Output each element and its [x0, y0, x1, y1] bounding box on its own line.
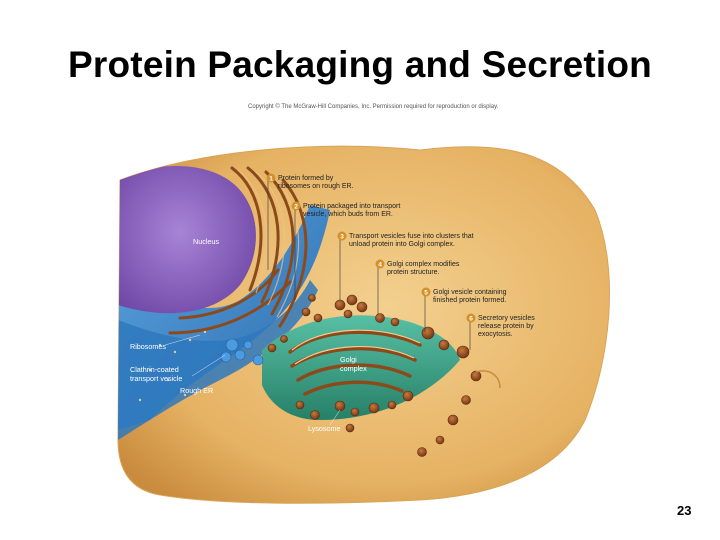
- step-number: 3: [340, 234, 344, 241]
- step-number: 6: [469, 316, 473, 323]
- step-text-line: unload protein into Golgi complex.: [349, 241, 455, 248]
- label-clathrin-1: Clathrin-coated: [130, 365, 179, 374]
- step-5: 5 Golgi vesicle containing finished prot…: [422, 288, 507, 305]
- step-text-line: vesicle, which buds from ER.: [303, 211, 393, 218]
- step-2: 2 Protein packaged into transport vesicl…: [292, 202, 401, 219]
- label-rough-er: Rough ER: [180, 386, 213, 395]
- label-ribosomes: Ribosomes: [130, 342, 166, 351]
- step-number: 1: [269, 176, 273, 183]
- step-text-line: Golgi complex modifies: [387, 261, 460, 268]
- label-golgi-1: Golgi: [340, 355, 357, 364]
- page-number: 23: [677, 503, 691, 518]
- step-text-line: protein structure.: [387, 269, 440, 276]
- label-nucleus: Nucleus: [193, 237, 219, 246]
- step-text-line: Protein formed by: [278, 175, 334, 182]
- step-number: 4: [378, 262, 382, 269]
- step-text-line: release protein by: [478, 323, 534, 330]
- step-text-line: Transport vesicles fuse into clusters th…: [349, 233, 474, 240]
- label-lysosome: Lysosome: [308, 424, 341, 433]
- step-number: 2: [294, 204, 298, 211]
- step-text-line: Protein packaged into transport: [303, 203, 400, 210]
- step-text-line: Secretory vesicles: [478, 315, 535, 322]
- step-text-line: Golgi vesicle containing: [433, 289, 507, 296]
- step-text-line: finished protein formed.: [433, 297, 506, 304]
- step-3: 3 Transport vesicles fuse into clusters …: [338, 232, 474, 249]
- label-clathrin-2: transport vesicle: [130, 374, 182, 383]
- step-number: 5: [424, 290, 428, 297]
- label-golgi-2: complex: [340, 364, 367, 373]
- step-text-line: ribosomes on rough ER.: [278, 183, 354, 190]
- step-text-line: exocytosis.: [478, 331, 513, 338]
